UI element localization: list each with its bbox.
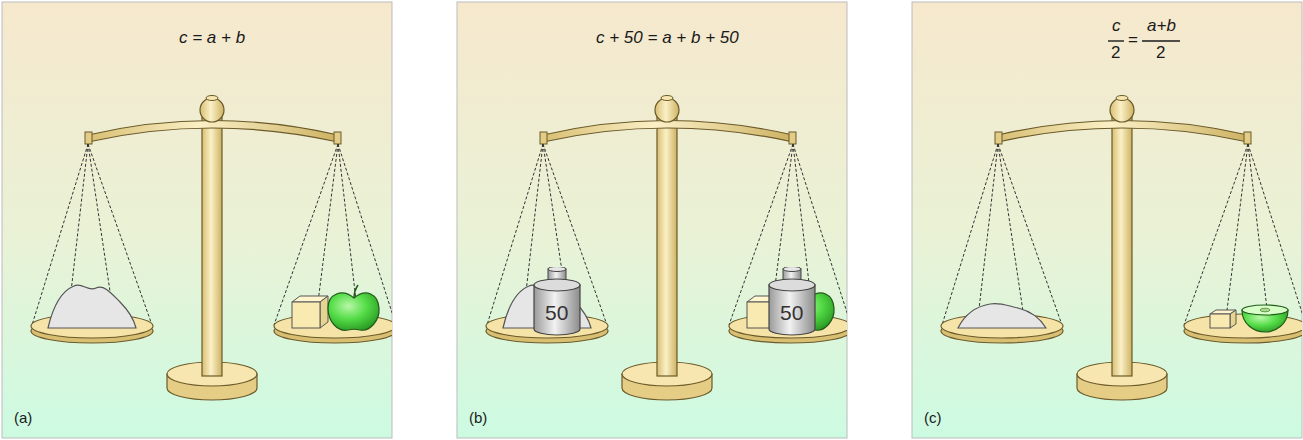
- panel-label: (c): [924, 410, 942, 427]
- fraction-denominator: 2: [1111, 44, 1120, 63]
- equation: c = a + b: [179, 29, 245, 48]
- weight-label: 50: [545, 301, 568, 324]
- equation: c + 50 = a + b + 50: [596, 29, 739, 48]
- fraction-numerator: c: [1112, 17, 1121, 36]
- panel-label: (a): [14, 410, 32, 427]
- equals-sign: =: [1128, 31, 1138, 50]
- fraction-denominator: 2: [1156, 44, 1165, 63]
- fraction-numerator: a+b: [1147, 17, 1176, 36]
- panel-label: (b): [469, 410, 487, 427]
- weight-label: 50: [780, 301, 803, 324]
